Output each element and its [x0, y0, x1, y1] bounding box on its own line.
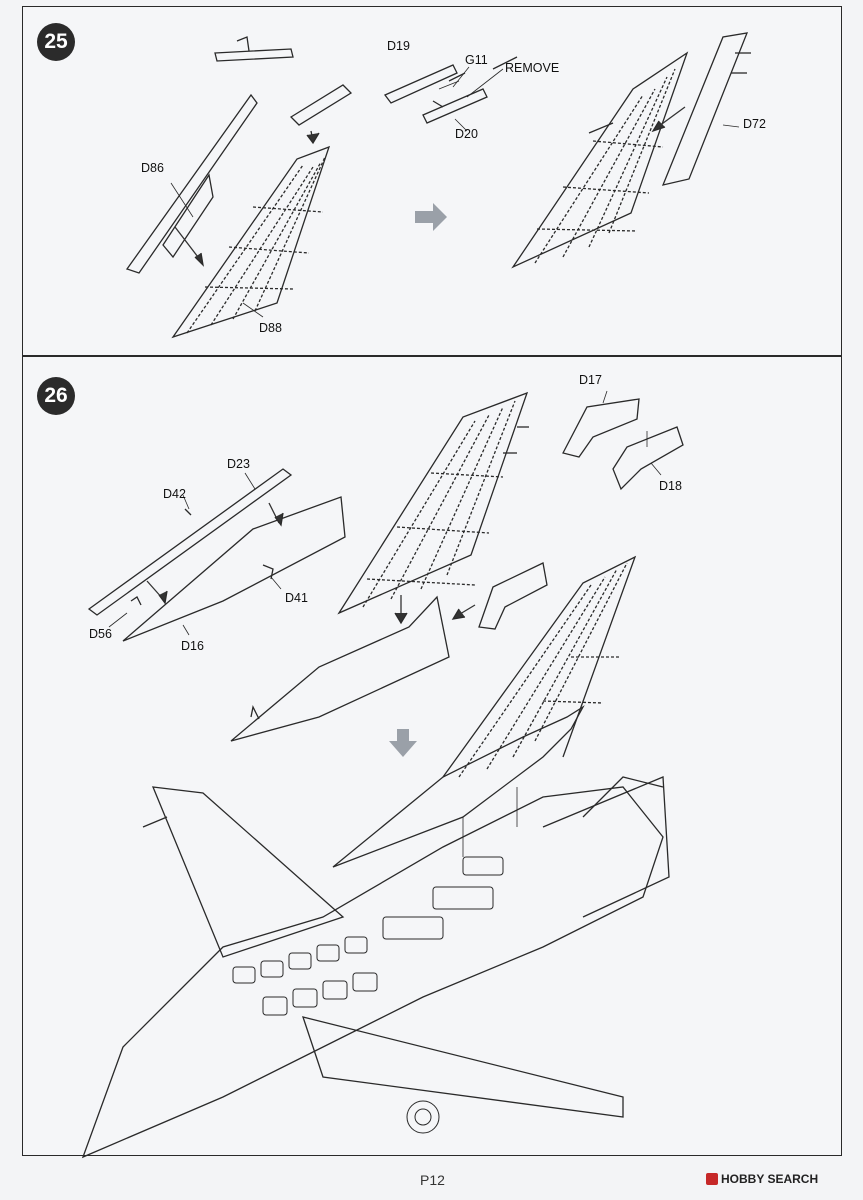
step-26-badge: 26 — [37, 377, 75, 415]
brand-text: HOBBY SEARCH — [721, 1172, 819, 1186]
label-g11: G11 — [465, 53, 488, 67]
label-remove: REMOVE — [505, 61, 560, 75]
brand-logo-icon — [706, 1173, 718, 1185]
label-d17: D17 — [579, 373, 602, 387]
step-25-panel: 25 — [22, 6, 842, 356]
step-25-drawing — [125, 32, 751, 339]
label-d72: D72 — [743, 117, 766, 131]
label-d20: D20 — [455, 127, 478, 141]
label-d86: D86 — [141, 161, 164, 175]
page-number: P12 — [420, 1172, 445, 1188]
step-26-drawing — [81, 390, 684, 1159]
label-d18: D18 — [659, 479, 682, 493]
brand-watermark: HOBBY SEARCH — [706, 1172, 818, 1186]
step-25-badge: 25 — [37, 23, 75, 61]
step-26-panel: 26 — [22, 356, 842, 1159]
label-d41: D41 — [285, 591, 308, 605]
label-d88: D88 — [259, 321, 282, 335]
label-d16: D16 — [181, 639, 204, 653]
label-d19: D19 — [387, 39, 410, 53]
label-d23: D23 — [227, 457, 250, 471]
label-d56: D56 — [89, 627, 112, 641]
label-d42: D42 — [163, 487, 186, 501]
